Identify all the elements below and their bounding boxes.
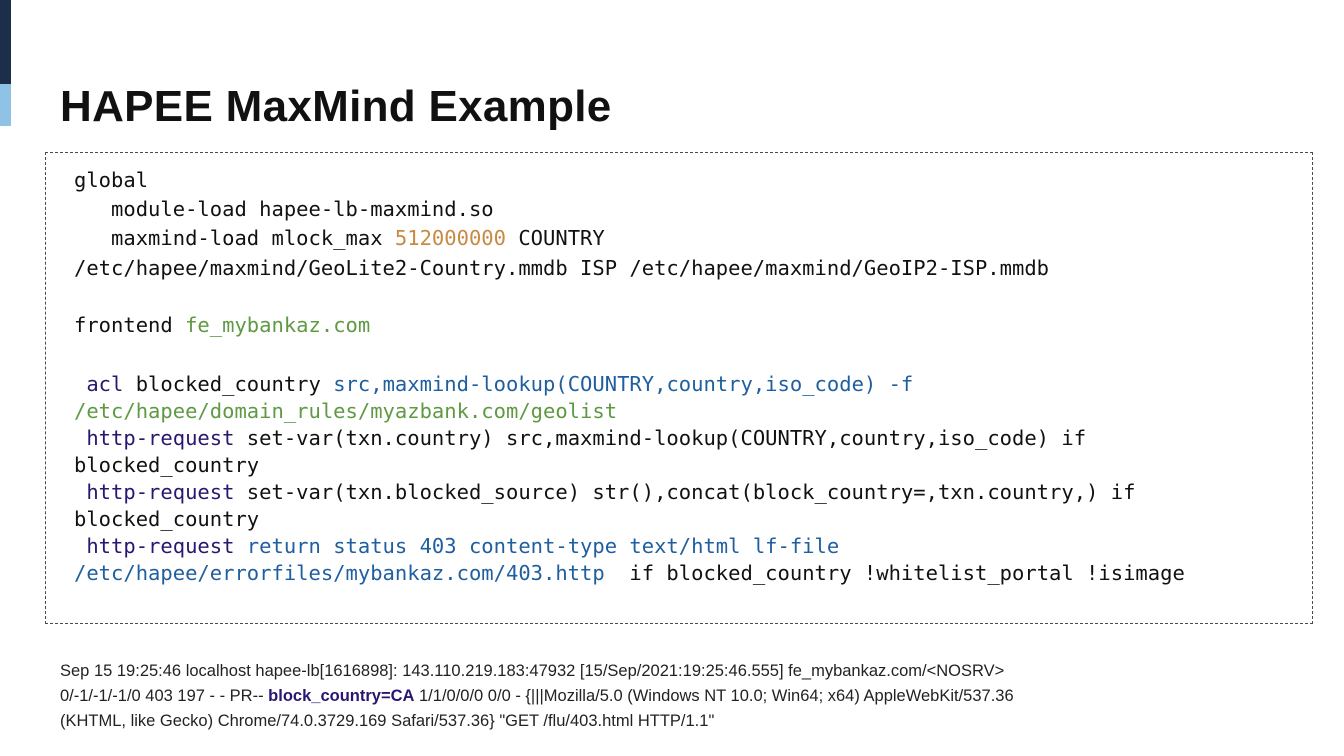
code-line-blocked-country-1: blocked_country xyxy=(74,453,260,477)
code-line-http-request-2: http-request set-var(txn.blocked_source)… xyxy=(74,480,1136,504)
code-line-http-request-1: http-request set-var(txn.country) src,ma… xyxy=(74,426,1087,450)
log-line-2: 0/-1/-1/-1/0 403 197 - - PR-- block_coun… xyxy=(60,687,1014,705)
log-output: Sep 15 19:25:46 localhost hapee-lb[16168… xyxy=(60,659,1310,734)
slide-title: HAPEE MaxMind Example xyxy=(60,82,612,131)
code-function: src,maxmind-lookup(COUNTRY,country,iso_c… xyxy=(333,372,914,396)
code-line-global: global xyxy=(74,168,149,192)
code-keyword: http-request xyxy=(74,534,235,558)
code-line-acl: acl blocked_country src,maxmind-lookup(C… xyxy=(74,372,914,396)
code-keyword: http-request xyxy=(74,480,235,504)
code-line-blocked-country-2: blocked_country xyxy=(74,507,260,531)
code-frontend-name: fe_mybankaz.com xyxy=(185,313,371,337)
slide-accent-bar-light xyxy=(0,84,11,126)
code-line-mmdb-paths: /etc/hapee/maxmind/GeoLite2-Country.mmdb… xyxy=(74,256,1050,280)
code-line-frontend: frontend fe_mybankaz.com xyxy=(74,313,371,337)
log-line-3: (KHTML, like Gecko) Chrome/74.0.3729.169… xyxy=(60,712,715,730)
code-line-maxmind-load: maxmind-load mlock_max 512000000 COUNTRY xyxy=(74,226,605,250)
code-keyword: http-request xyxy=(74,426,235,450)
code-line-errorfile: /etc/hapee/errorfiles/mybankaz.com/403.h… xyxy=(74,561,1185,585)
code-function: /etc/hapee/errorfiles/mybankaz.com/403.h… xyxy=(74,561,605,585)
code-keyword: acl xyxy=(74,372,124,396)
code-line-http-request-3: http-request return status 403 content-t… xyxy=(74,533,839,560)
log-highlight: block_country=CA xyxy=(268,687,415,705)
code-line-module-load: module-load hapee-lb-maxmind.so xyxy=(74,197,494,221)
code-block-frame xyxy=(45,152,1313,624)
code-line-geolist: /etc/hapee/domain_rules/myazbank.com/geo… xyxy=(74,399,618,423)
log-line-1: Sep 15 19:25:46 localhost hapee-lb[16168… xyxy=(60,662,1005,680)
slide-accent-bar-dark xyxy=(0,0,11,84)
code-number: 512000000 xyxy=(394,226,506,250)
code-function: return status 403 content-type text/html… xyxy=(234,534,840,558)
